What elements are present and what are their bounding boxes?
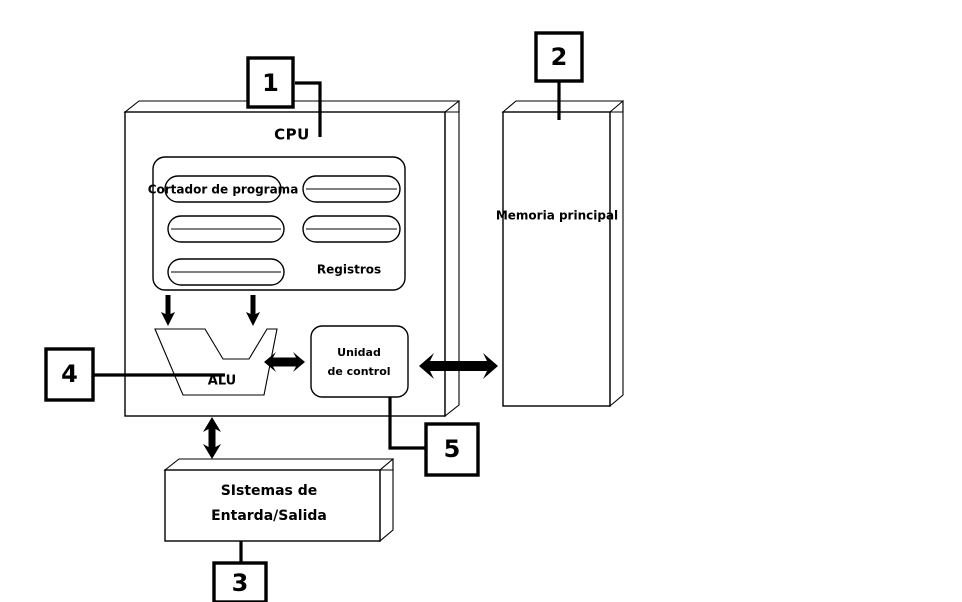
io-box[interactable]: SIstemas de Entarda/Salida bbox=[163, 457, 394, 543]
double-arrow-horizontal-icon bbox=[419, 353, 498, 379]
callout-4[interactable]: 4 bbox=[44, 347, 95, 402]
register-pill bbox=[302, 175, 401, 203]
memory-top-face bbox=[501, 100, 624, 113]
callout-1-label: 1 bbox=[262, 69, 279, 97]
registers-label: Registros bbox=[317, 263, 381, 277]
memory-box[interactable]: Memoria principal bbox=[496, 99, 624, 408]
register-empty-1[interactable] bbox=[167, 215, 285, 243]
alu-to-io-arrow bbox=[203, 417, 221, 459]
alu-label: ALU bbox=[208, 374, 236, 389]
double-arrow-horizontal-icon bbox=[264, 352, 305, 372]
io-front-face bbox=[164, 469, 381, 542]
callout-4-box bbox=[44, 347, 95, 402]
alu[interactable]: ALU bbox=[154, 328, 278, 396]
alu-to-registers-arrows bbox=[161, 295, 260, 326]
callout-2-box bbox=[534, 31, 584, 83]
arrow-up-right-icon bbox=[246, 295, 260, 326]
cpu-to-memory-arrow bbox=[419, 353, 498, 379]
program-counter-label: Cortador de programa bbox=[148, 183, 299, 197]
io-label-line2: Entarda/Salida bbox=[211, 508, 327, 524]
memory-label: Memoria principal bbox=[496, 209, 618, 223]
cpu-box[interactable]: CPU bbox=[123, 99, 460, 418]
register-pill bbox=[167, 258, 285, 286]
register-program-counter[interactable]: Cortador de programa bbox=[148, 175, 299, 203]
io-label-line1: SIstemas de bbox=[221, 483, 318, 499]
callout-leaders bbox=[93, 81, 561, 564]
callout-1[interactable]: 1 bbox=[246, 56, 295, 109]
registers-group[interactable]: Cortador de programa bbox=[148, 156, 406, 291]
callout-5-label: 5 bbox=[444, 435, 461, 463]
arrow-up-left-icon bbox=[161, 295, 175, 326]
callout-5[interactable]: 5 bbox=[424, 422, 480, 477]
program-counter-pill bbox=[164, 175, 282, 203]
callout-3[interactable]: 3 bbox=[212, 561, 268, 602]
callout-1-leader bbox=[295, 81, 322, 137]
double-arrow-vertical-icon bbox=[203, 417, 221, 459]
control-unit-box bbox=[310, 325, 409, 398]
register-empty-2[interactable] bbox=[302, 215, 401, 243]
register-pill bbox=[302, 215, 401, 243]
cpu-label: CPU bbox=[274, 126, 310, 144]
alu-shape bbox=[154, 328, 278, 396]
callout-3-label: 3 bbox=[232, 569, 249, 597]
callout-3-box bbox=[212, 561, 268, 602]
control-unit[interactable]: Unidad de control bbox=[310, 325, 409, 398]
register-pill bbox=[167, 215, 285, 243]
callout-2[interactable]: 2 bbox=[534, 31, 584, 83]
control-unit-label-line1: Unidad bbox=[337, 346, 381, 359]
registers-container bbox=[152, 156, 406, 291]
io-right-face bbox=[379, 457, 394, 543]
alu-control-unit-arrow bbox=[264, 352, 305, 372]
callout-4-label: 4 bbox=[61, 360, 78, 388]
cpu-front-face bbox=[124, 111, 446, 417]
register-empty-3[interactable] bbox=[167, 258, 285, 286]
io-top-face bbox=[163, 458, 394, 471]
register-empty-0[interactable] bbox=[302, 175, 401, 203]
callout-2-label: 2 bbox=[551, 43, 568, 71]
callout-5-box bbox=[424, 422, 480, 477]
callout-5-leader bbox=[388, 397, 427, 450]
callout-1-box bbox=[246, 56, 295, 109]
memory-front-face bbox=[502, 111, 611, 407]
memory-right-face bbox=[609, 99, 624, 408]
control-unit-label-line2: de control bbox=[327, 365, 390, 378]
